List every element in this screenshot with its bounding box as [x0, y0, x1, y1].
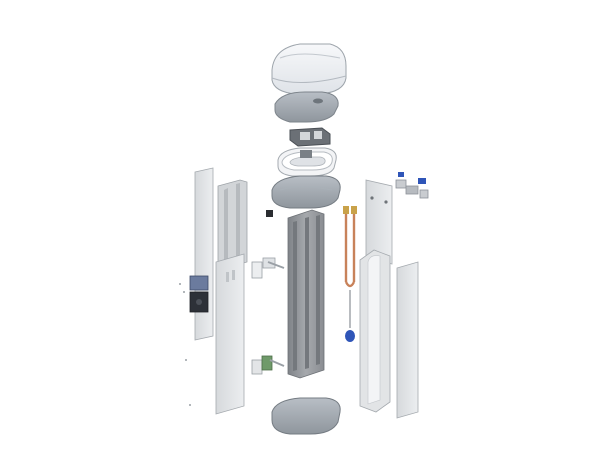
- copper-pipe-assembly: [343, 206, 357, 342]
- small-clip: [266, 210, 273, 217]
- left-frame-profile: [217, 179, 248, 269]
- valve-fittings: [395, 172, 429, 199]
- right-frame-profile: [359, 249, 391, 413]
- top-cap: [274, 91, 339, 123]
- center-channel-profile: [287, 209, 325, 379]
- socket-module: [189, 275, 209, 313]
- loose-screws: [179, 283, 191, 406]
- left-back-panel: [194, 167, 214, 341]
- transparent-dome-cover: [271, 43, 347, 95]
- bottom-cap: [271, 397, 341, 435]
- left-front-panel: [215, 253, 245, 415]
- top-frame-rings: [277, 147, 337, 177]
- cap-base: [271, 175, 341, 209]
- terminal-block-lower: [251, 355, 285, 375]
- terminal-block-upper: [251, 257, 285, 279]
- cap-bracket: [289, 127, 331, 147]
- right-back-panel: [365, 179, 393, 265]
- right-front-panel: [396, 261, 419, 419]
